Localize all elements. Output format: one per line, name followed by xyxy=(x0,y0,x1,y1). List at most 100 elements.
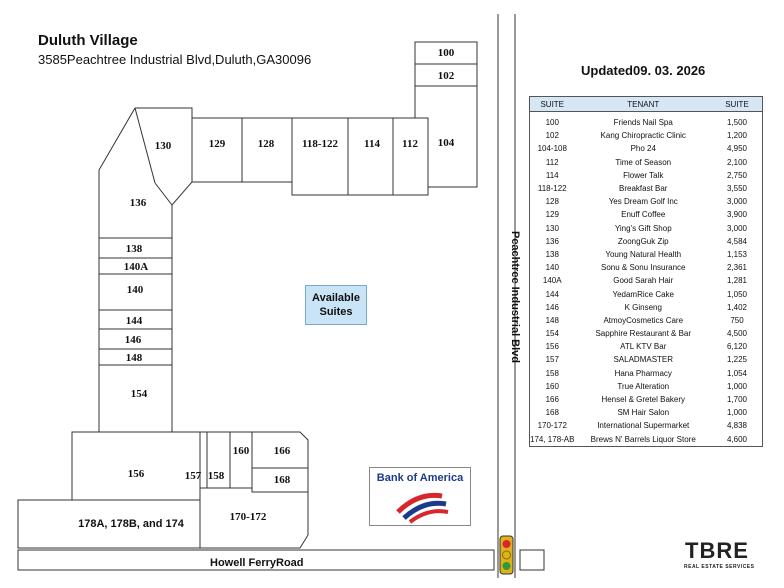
tenant-cell: YedamRice Cake xyxy=(612,289,674,299)
traffic-light-icon xyxy=(499,535,514,575)
tenant-cell: K Ginseng xyxy=(624,302,662,312)
tenant-cell: Breakfast Bar xyxy=(619,184,668,194)
unit-114 xyxy=(347,117,394,196)
available-suites-marker: Available Suites xyxy=(305,285,367,325)
unit-178 xyxy=(17,432,200,549)
size-cell: 3,550 xyxy=(726,184,748,194)
unit-label-154: 154 xyxy=(131,388,148,400)
tenant-cell: Pho 24 xyxy=(630,144,656,154)
table-row: 104-108 Pho 24 4,950 xyxy=(530,142,763,155)
suite-cell: 168 xyxy=(545,408,559,418)
tenant-cell: Brews N' Barrels Liquor Store xyxy=(590,434,696,444)
unit-label-168: 168 xyxy=(274,474,291,486)
size-cell: 1,050 xyxy=(726,289,748,299)
suite-cell: 136 xyxy=(545,236,559,246)
size-cell: 1,281 xyxy=(726,276,748,286)
unit-label-102: 102 xyxy=(438,70,455,82)
address: 3585Peachtree Industrial Blvd,Duluth,GA3… xyxy=(38,52,312,67)
unit-label-130: 130 xyxy=(155,140,172,152)
unit-label-129: 129 xyxy=(209,138,226,150)
size-cell: 3,900 xyxy=(726,210,748,220)
size-cell: 4,838 xyxy=(726,421,748,431)
suite-cell: 140 xyxy=(545,263,559,273)
tenant-cell: ATL KTV Bar xyxy=(620,342,667,352)
unit-104 xyxy=(414,86,428,119)
unit-label-100: 100 xyxy=(438,47,455,59)
col-suite: SUITE xyxy=(529,96,575,112)
suite-cell: 129 xyxy=(545,210,559,220)
suite-cell: 158 xyxy=(545,368,559,378)
suite-cell: 114 xyxy=(545,170,559,180)
suite-cell: 160 xyxy=(545,381,559,391)
unit-label-138: 138 xyxy=(126,243,143,255)
unit-label-140a: 140A xyxy=(124,261,149,273)
unit-label-114: 114 xyxy=(364,138,380,150)
tenant-cell: International Supermarket xyxy=(597,421,690,431)
tenant-cell: Time of Season xyxy=(615,157,672,167)
tenant-cell: Ying's Gift Shop xyxy=(614,223,672,233)
suite-cell: 140A xyxy=(542,276,562,286)
table-row: 170-172 International Supermarket 4,838 xyxy=(530,419,763,432)
unit-label-112: 112 xyxy=(402,138,418,150)
unit-130 xyxy=(135,107,193,206)
size-cell: 1,700 xyxy=(726,395,748,405)
size-cell: 4,950 xyxy=(726,144,748,154)
building-edge xyxy=(134,107,156,184)
size-cell: 1,153 xyxy=(726,249,748,259)
size-cell: 4,584 xyxy=(726,236,748,246)
street-label-howell-ferry: Howell FerryRoad xyxy=(210,557,304,569)
tenant-cell: SM Hair Salon xyxy=(617,408,670,418)
unit-label-146: 146 xyxy=(125,334,142,346)
suite-cell: 138 xyxy=(545,249,559,259)
size-cell: 3,000 xyxy=(726,223,748,233)
tenant-table: SUITE TENANT SUITE 100 Friends Nail Spa 1,… xyxy=(529,96,763,447)
unit-118 xyxy=(291,117,349,196)
suite-cell: 170-172 xyxy=(537,421,567,431)
size-cell: 1,225 xyxy=(726,355,748,365)
unit-label-158: 158 xyxy=(208,470,225,482)
tenant-cell: Sapphire Restaurant & Bar xyxy=(595,329,692,339)
building-edge xyxy=(98,107,136,238)
suite-cell: 154 xyxy=(545,329,559,339)
unit-102 xyxy=(414,63,478,87)
bank-logo-text: Bank of America xyxy=(376,472,464,484)
tenant-table-header: SUITE TENANT SUITE xyxy=(529,96,763,112)
tenant-cell: Friends Nail Spa xyxy=(613,118,673,128)
unit-128 xyxy=(242,117,293,183)
street-line xyxy=(17,549,495,571)
size-cell: 3,000 xyxy=(726,197,748,207)
size-cell: 1,402 xyxy=(726,302,748,312)
suite-cell: 118-122 xyxy=(537,184,567,194)
tenant-cell: AtmoyCosmetics Care xyxy=(603,315,684,325)
suite-cell: 104-108 xyxy=(537,144,567,154)
unit-label-136: 136 xyxy=(130,197,147,209)
bank-of-america-logo: Bank of America xyxy=(369,467,471,526)
suite-cell: 128 xyxy=(545,197,559,207)
suite-cell: 100 xyxy=(545,118,559,128)
unit-label-166: 166 xyxy=(274,445,291,457)
unit-148 xyxy=(98,348,173,366)
unit-label-148: 148 xyxy=(126,352,143,364)
unit-label-128: 128 xyxy=(258,138,275,150)
unit-160 xyxy=(229,431,253,489)
tbre-logo: TBRE xyxy=(685,538,749,563)
suite-cell: 112 xyxy=(545,157,559,167)
size-cell: 750 xyxy=(730,315,744,325)
street-label-peachtree: Peachtree Industrial Blvd xyxy=(507,231,523,363)
size-cell: 1,054 xyxy=(726,368,748,378)
